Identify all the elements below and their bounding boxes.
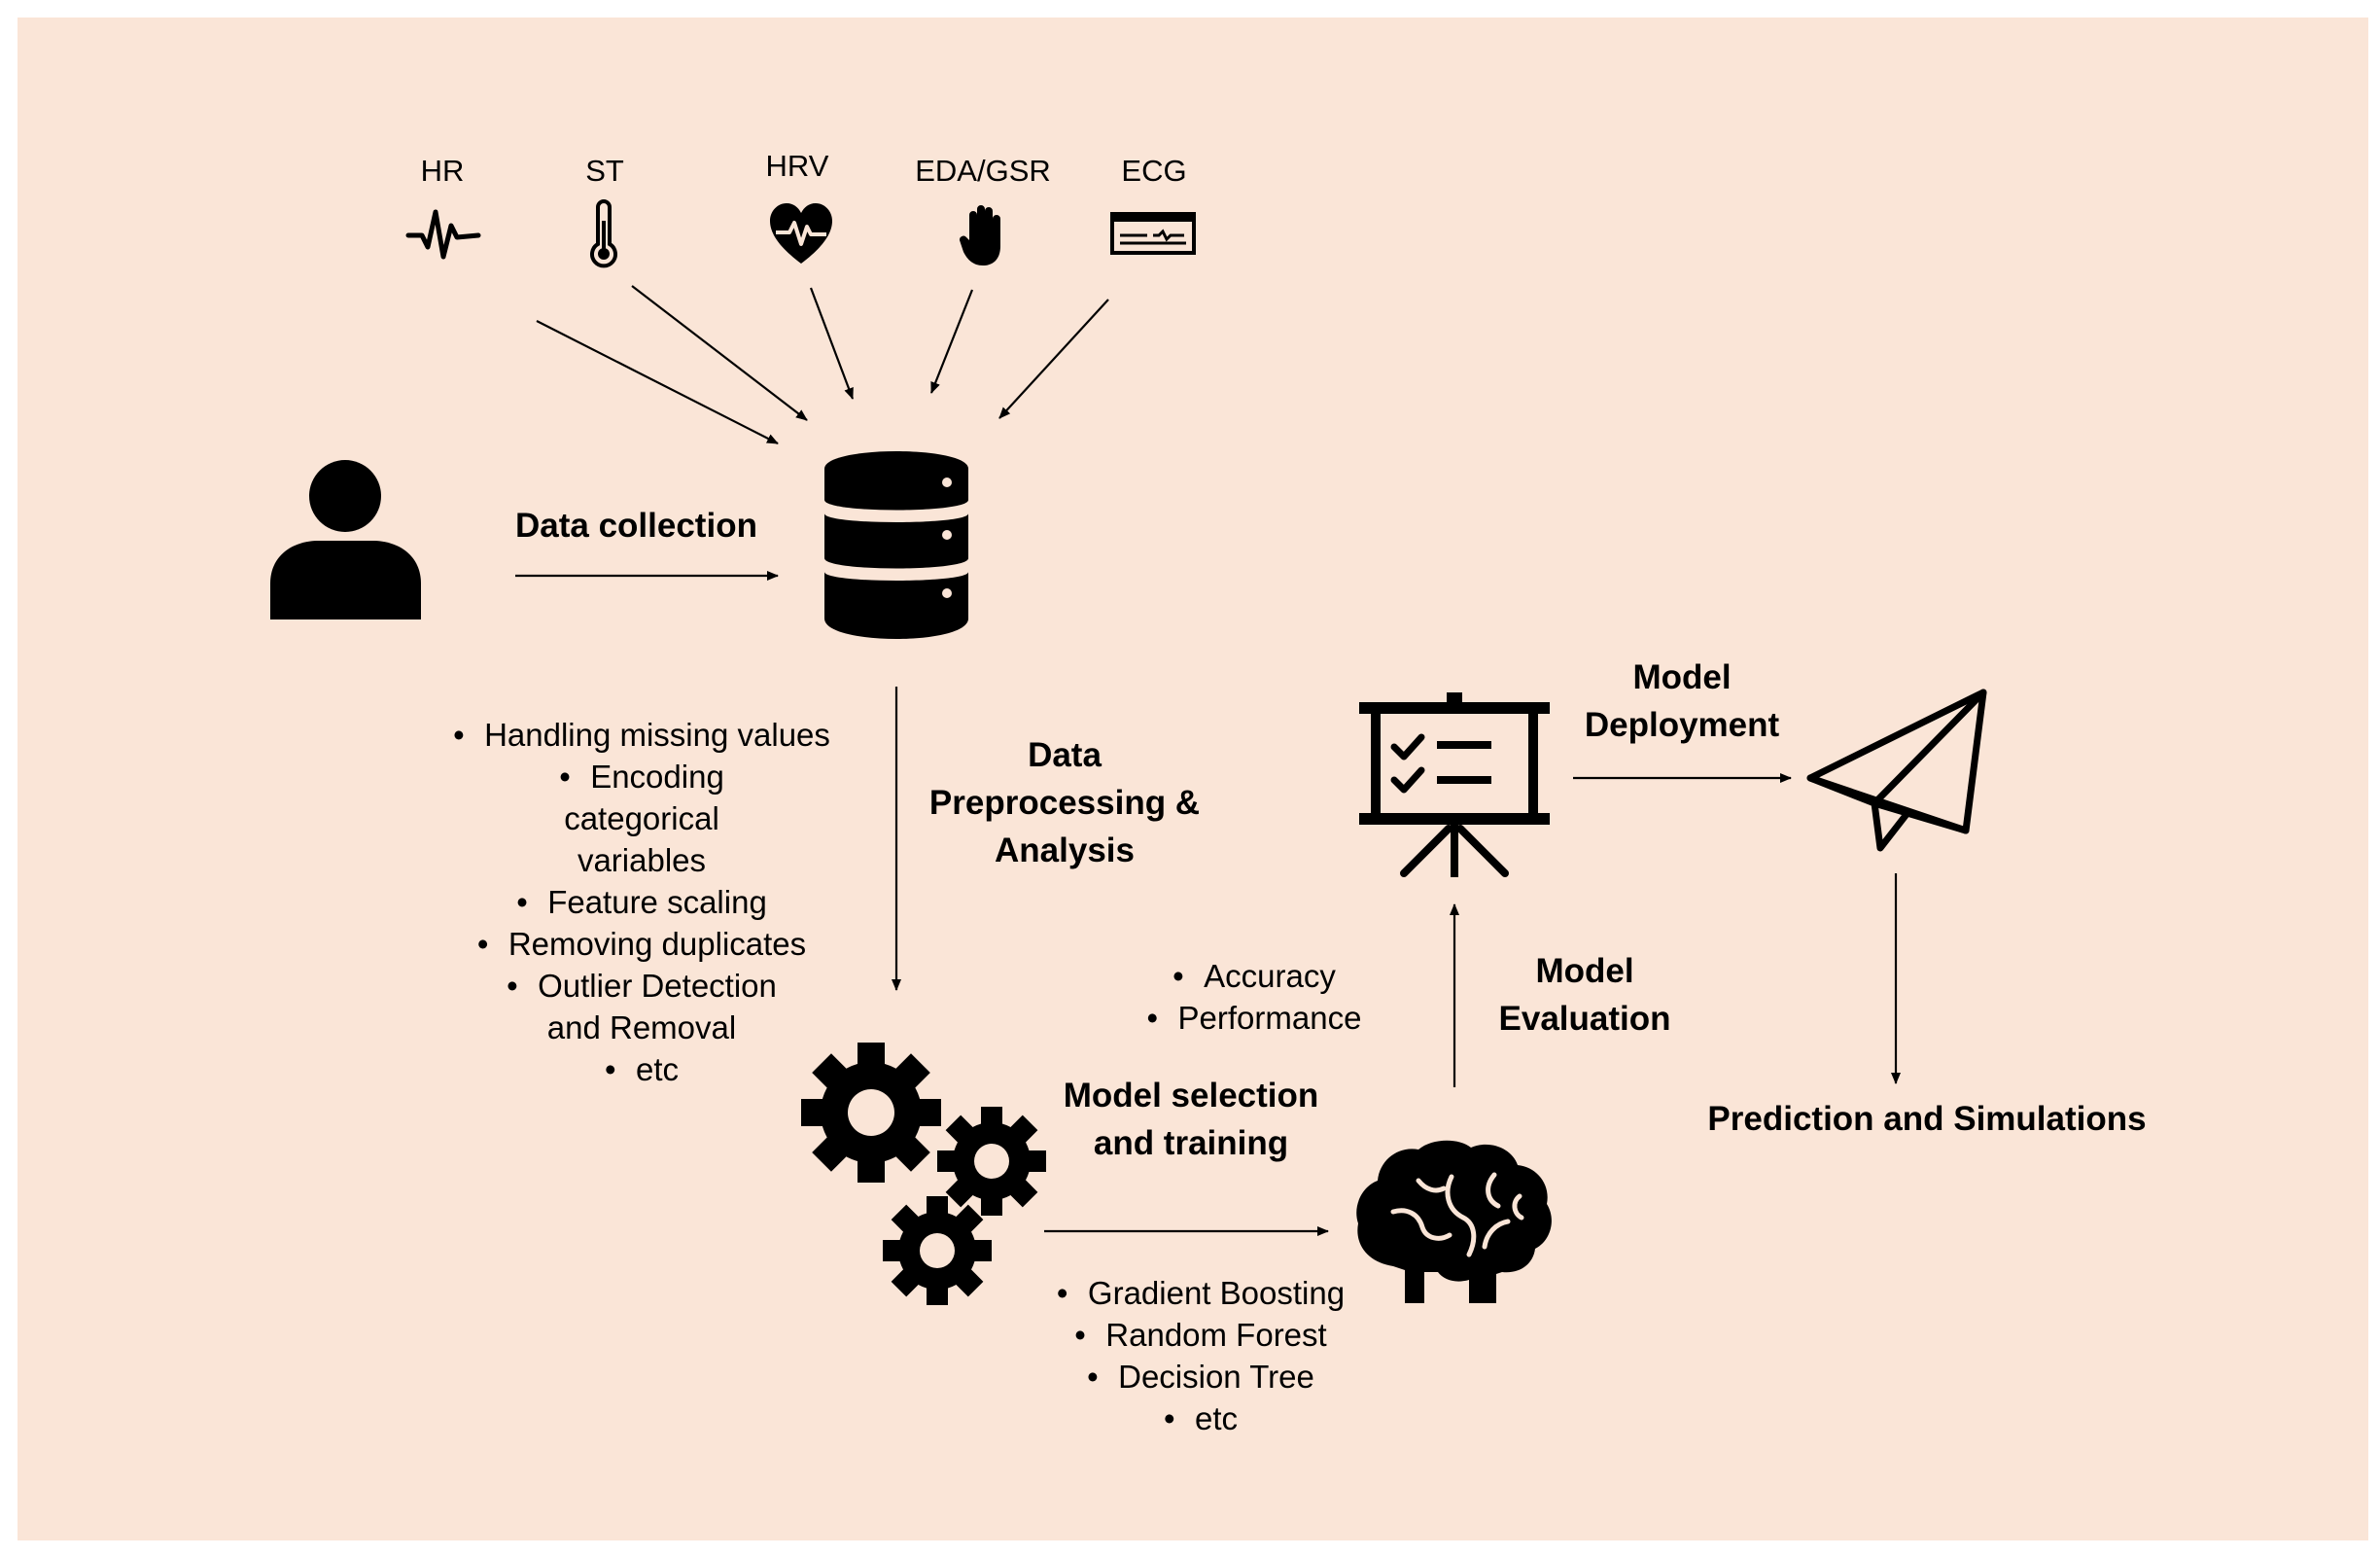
signal-label-ecg: ECG bbox=[1121, 154, 1187, 188]
list-item: Gradient Boosting bbox=[982, 1272, 1419, 1314]
list-item: Outlier Detection and Removal bbox=[428, 965, 856, 1048]
gear-medium bbox=[937, 1107, 1046, 1216]
stage-model-deployment-line2: Deployment bbox=[1584, 706, 1780, 744]
hand-icon bbox=[959, 205, 1000, 265]
signal-label-hrv: HRV bbox=[765, 149, 829, 183]
algorithms-list: Gradient Boosting Random Forest Decision… bbox=[982, 1272, 1419, 1439]
thermometer-icon bbox=[590, 199, 617, 268]
presentation-board-icon bbox=[1359, 692, 1550, 877]
heart-rate-icon bbox=[405, 209, 481, 260]
ecg-strip-icon bbox=[1110, 212, 1196, 255]
list-item: Feature scaling bbox=[428, 881, 856, 923]
arrow-ecg-to-database bbox=[998, 299, 1109, 419]
list-item: Encoding categorical variables bbox=[428, 756, 856, 881]
stage-model-evaluation-line1: Model bbox=[1535, 952, 1634, 990]
list-item: Decision Tree bbox=[982, 1356, 1419, 1398]
stage-model-evaluation: Model Evaluation bbox=[1499, 947, 1671, 1043]
list-item: etc bbox=[428, 1048, 856, 1090]
arrow-st-to-database bbox=[631, 285, 808, 421]
stage-data-preprocessing: Data Preprocessing & Analysis bbox=[929, 731, 1200, 874]
gear-small bbox=[883, 1196, 992, 1305]
brain-icon bbox=[1356, 1140, 1552, 1303]
list-item: Removing duplicates bbox=[428, 923, 856, 965]
arrow-hrv-to-database bbox=[809, 287, 855, 400]
list-item: Handling missing values bbox=[428, 714, 856, 756]
arrow-eda-to-database bbox=[929, 289, 974, 394]
list-item: Accuracy bbox=[1108, 955, 1400, 997]
list-item: Performance bbox=[1108, 997, 1400, 1039]
signal-label-eda-gsr: EDA/GSR bbox=[915, 154, 1051, 188]
heart-pulse-icon bbox=[770, 203, 832, 264]
preprocessing-steps-list: Handling missing values Encoding categor… bbox=[428, 714, 856, 1090]
stage-model-selection-line2: and training bbox=[1093, 1124, 1289, 1162]
stage-data-preprocessing-line1: Data bbox=[1028, 736, 1102, 774]
list-item: etc bbox=[982, 1398, 1419, 1439]
gears-icon bbox=[801, 1043, 1046, 1305]
stage-model-selection-line1: Model selection bbox=[1063, 1077, 1319, 1115]
database-icon bbox=[824, 451, 968, 639]
list-item: Random Forest bbox=[982, 1314, 1419, 1356]
stage-model-selection: Model selection and training bbox=[1064, 1072, 1319, 1167]
person-icon bbox=[270, 460, 421, 619]
signal-label-hr: HR bbox=[420, 154, 465, 188]
signal-label-st: ST bbox=[585, 154, 624, 188]
stage-model-deployment-line1: Model bbox=[1632, 658, 1732, 696]
stage-data-collection: Data collection bbox=[515, 507, 757, 545]
stage-model-deployment: Model Deployment bbox=[1585, 654, 1779, 749]
arrow-hr-to-database bbox=[536, 320, 779, 444]
stage-data-preprocessing-line2: Preprocessing & bbox=[928, 784, 1201, 822]
stage-model-evaluation-line2: Evaluation bbox=[1498, 1000, 1671, 1038]
stage-data-preprocessing-line3: Analysis bbox=[995, 832, 1135, 869]
evaluation-metrics-list: Accuracy Performance bbox=[1108, 955, 1400, 1039]
stage-prediction: Prediction and Simulations bbox=[1707, 1100, 2147, 1138]
paper-plane-icon bbox=[1806, 689, 1987, 852]
